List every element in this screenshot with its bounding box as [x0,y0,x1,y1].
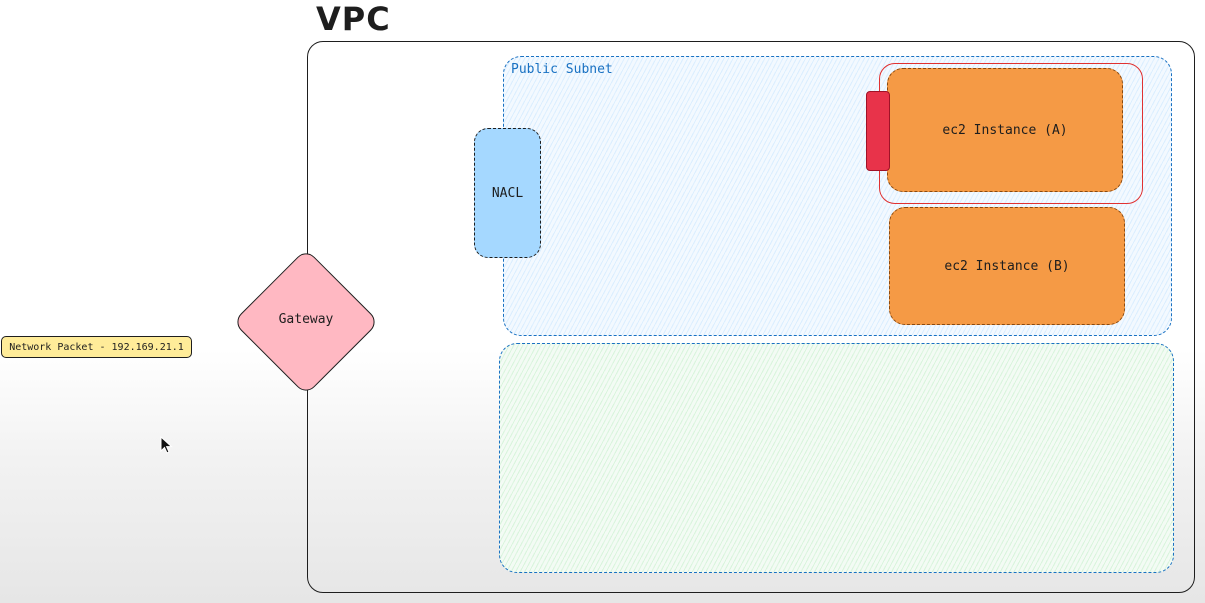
vpc-title: VPC [316,0,391,38]
mouse-pointer-icon [160,436,173,454]
ec2-instance-a: ec2 Instance (A) [887,68,1123,192]
security-group-tab [866,91,890,171]
nacl-label: NACL [491,185,524,201]
network-packet-label: Network Packet - 192.169.21.1 [9,341,184,353]
ec2-instance-b: ec2 Instance (B) [889,207,1125,325]
nacl: NACL [474,128,541,258]
gateway-label: Gateway [278,312,334,327]
ec2-instance-b-label: ec2 Instance (B) [944,258,1070,274]
private-subnet [499,343,1174,573]
network-packet: Network Packet - 192.169.21.1 [1,336,192,358]
ec2-instance-a-label: ec2 Instance (A) [942,122,1068,138]
public-subnet-label: Public Subnet [511,62,613,77]
